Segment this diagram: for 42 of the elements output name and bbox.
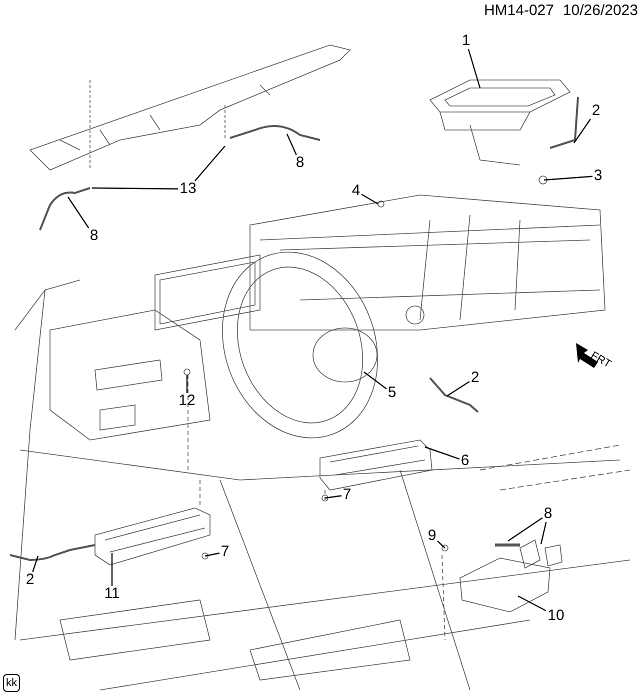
callout-number: 8 [544,506,552,522]
drawing-date: 10/26/2023 [562,1,638,21]
callout-number: 8 [90,228,98,244]
callout-number: 2 [26,572,34,588]
callout-number: 7 [220,544,230,560]
callout-number: 8 [296,155,304,171]
leader-line [468,48,481,88]
leader-line [111,553,113,586]
leader-line [32,556,39,572]
callout-number: 12 [178,393,196,409]
leader-line [446,381,470,396]
leader-line [544,176,593,181]
code-tag: kk [3,674,20,692]
callout-number: 11 [104,586,120,602]
callout-number: 2 [470,370,480,386]
front-direction-label: FRT [588,348,614,373]
leader-line [361,194,378,205]
leader-line [324,495,342,499]
callout-number: 5 [388,385,396,401]
callout-number: 9 [428,528,436,544]
leader-line [68,196,90,228]
leader-line [364,372,387,390]
leader-line [540,522,547,544]
leader-line [186,375,188,393]
leader-line [437,540,446,548]
leader-line [424,446,460,460]
drawing-number: HM14-027 [484,1,554,21]
callout-number: 7 [342,487,352,503]
leader-line [518,595,546,612]
leader-line [92,187,178,190]
callout-number: 13 [180,181,196,197]
callout-number: 2 [592,103,600,119]
callout-number: 3 [594,168,602,184]
callout-number: 1 [462,33,470,49]
leader-line [508,517,543,542]
callout-number: 4 [352,183,360,199]
leader-line [194,146,226,182]
callout-number: 6 [460,453,470,469]
callout-number: 10 [548,608,564,624]
leader-line [574,118,591,144]
leader-line [204,552,220,557]
leader-line [286,134,297,156]
